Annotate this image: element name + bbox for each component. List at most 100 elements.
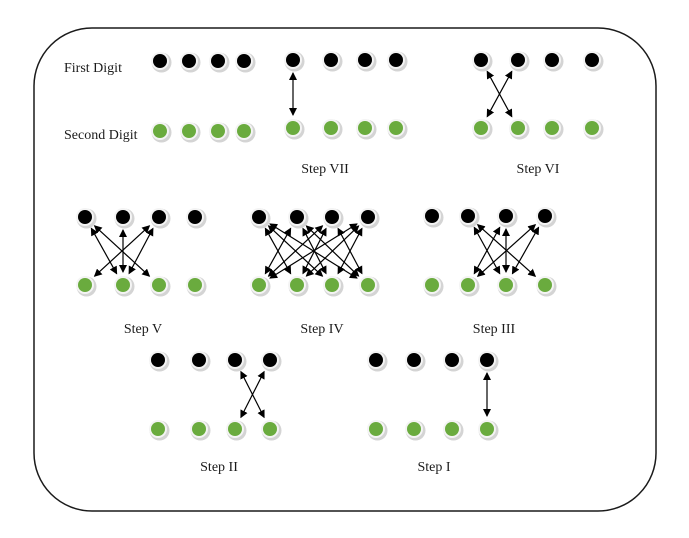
step-v-bottom-dot-1-fill (78, 278, 92, 292)
step-iv-bottom-dot-1-fill (252, 278, 266, 292)
step-vii-top-dot-4 (387, 51, 408, 72)
step-v-bottom-dot-4 (186, 276, 207, 297)
step-ii-label: Step II (200, 460, 238, 475)
step-iv-top-dot-4-fill (361, 210, 375, 224)
step-i-top-dot-4-fill (480, 353, 494, 367)
step-vi-top-dot-3 (543, 51, 564, 72)
step-v-bottom-dot-2-fill (116, 278, 130, 292)
step-ii-top-dot-3 (226, 351, 247, 372)
second-digit-dot-3-fill (211, 124, 225, 138)
step-ii-top-dot-2 (190, 351, 211, 372)
step-vii-bottom-dot-4 (387, 119, 408, 140)
step-v-bottom-dot-3-fill (152, 278, 166, 292)
step-iii-top-dot-3-fill (499, 209, 513, 223)
step-i-top-dot-4 (478, 351, 499, 372)
second-digit-dot-4-fill (237, 124, 251, 138)
first-digit-dot-3-fill (211, 54, 225, 68)
step-vii-top-dot-2 (322, 51, 343, 72)
first-digit-dot-3 (209, 52, 230, 73)
step-iv-top-dot-1-fill (252, 210, 266, 224)
step-vii-bottom-dot-3-fill (358, 121, 372, 135)
first-digit-dot-4 (235, 52, 256, 73)
step-ii-bottom-dot-4-fill (263, 422, 277, 436)
first-digit-dot-2-fill (182, 54, 196, 68)
step-v-top-dot-3 (150, 208, 171, 229)
step-iv-bottom-dot-4-fill (361, 278, 375, 292)
step-ii-arrow-2 (240, 370, 265, 419)
step-i-bottom-dot-4-fill (480, 422, 494, 436)
step-vi-top-dot-4-fill (585, 53, 599, 67)
step-v-top-dot-2 (114, 208, 135, 229)
step-v-top-dot-2-fill (116, 210, 130, 224)
step-iii-bottom-dot-1-fill (425, 278, 439, 292)
step-v-label: Step V (124, 322, 162, 337)
step-vi-arrow-2 (486, 70, 513, 118)
step-vii-top-dot-1-fill (286, 53, 300, 67)
step-ii-top-dot-4-fill (263, 353, 277, 367)
step-vi-label: Step VI (517, 162, 560, 177)
step-vii-top-dot-1 (284, 51, 305, 72)
step-iv-bottom-dot-3 (323, 276, 344, 297)
step-iii-top-dot-3 (497, 207, 518, 228)
step-iii-top-dot-4 (536, 207, 557, 228)
step-iv-top-dot-2-fill (290, 210, 304, 224)
step-ii-bottom-dot-2 (190, 420, 211, 441)
step-vi-top-dot-2 (509, 51, 530, 72)
step-v-bottom-dot-3 (150, 276, 171, 297)
step-i-top-dot-3 (443, 351, 464, 372)
step-iv-arrow-12 (337, 227, 363, 275)
diagram-frame (33, 27, 657, 512)
step-v-top-dot-4 (186, 208, 207, 229)
first-digit-dot-4-fill (237, 54, 251, 68)
step-vii-top-dot-2-fill (324, 53, 338, 67)
step-iii-top-dot-2 (459, 207, 480, 228)
step-iv-top-dot-3-fill (325, 210, 339, 224)
step-vi-bottom-dot-2-fill (511, 121, 525, 135)
step-vii-bottom-dot-4-fill (389, 121, 403, 135)
step-vii-top-dot-3-fill (358, 53, 372, 67)
step-v-bottom-dot-4-fill (188, 278, 202, 292)
step-v-bottom-dot-2 (114, 276, 135, 297)
step-v-top-dot-4-fill (188, 210, 202, 224)
second-digit-label: Second Digit (64, 128, 138, 143)
step-i-bottom-dot-2 (405, 420, 426, 441)
second-digit-dot-1 (151, 122, 172, 143)
step-i-bottom-dot-3-fill (445, 422, 459, 436)
step-iv-top-dot-3 (323, 208, 344, 229)
step-iv-bottom-dot-1 (250, 276, 271, 297)
step-iii-bottom-dot-3 (497, 276, 518, 297)
step-iii-top-dot-1-fill (425, 209, 439, 223)
step-i-top-dot-2-fill (407, 353, 421, 367)
first-digit-dot-1-fill (153, 54, 167, 68)
step-ii-bottom-dot-4 (261, 420, 282, 441)
step-vii-top-dot-4-fill (389, 53, 403, 67)
step-iv-top-dot-4 (359, 208, 380, 229)
step-iii-bottom-dot-2 (459, 276, 480, 297)
step-i-top-dot-3-fill (445, 353, 459, 367)
step-ii-top-dot-1-fill (151, 353, 165, 367)
step-iii-top-dot-2-fill (461, 209, 475, 223)
step-iv-bottom-dot-2 (288, 276, 309, 297)
step-iv-bottom-dot-2-fill (290, 278, 304, 292)
step-vi-top-dot-4 (583, 51, 604, 72)
step-ii-bottom-dot-2-fill (192, 422, 206, 436)
second-digit-dot-2 (180, 122, 201, 143)
dots-layer (76, 51, 604, 441)
step-v-top-dot-1 (76, 208, 97, 229)
step-vii-label: Step VII (301, 162, 349, 177)
step-vi-bottom-dot-3 (543, 119, 564, 140)
step-ii-top-dot-1 (149, 351, 170, 372)
step-iv-bottom-dot-3-fill (325, 278, 339, 292)
step-iv-label: Step IV (300, 322, 343, 337)
step-iii-bottom-dot-2-fill (461, 278, 475, 292)
step-vii-bottom-dot-1 (284, 119, 305, 140)
step-ii-bottom-dot-1 (149, 420, 170, 441)
step-iii-bottom-dot-4 (536, 276, 557, 297)
step-i-top-dot-1 (367, 351, 388, 372)
step-i-bottom-dot-3 (443, 420, 464, 441)
step-ii-bottom-dot-3 (226, 420, 247, 441)
step-vi-top-dot-1-fill (474, 53, 488, 67)
step-i-bottom-dot-1-fill (369, 422, 383, 436)
second-digit-dot-1-fill (153, 124, 167, 138)
